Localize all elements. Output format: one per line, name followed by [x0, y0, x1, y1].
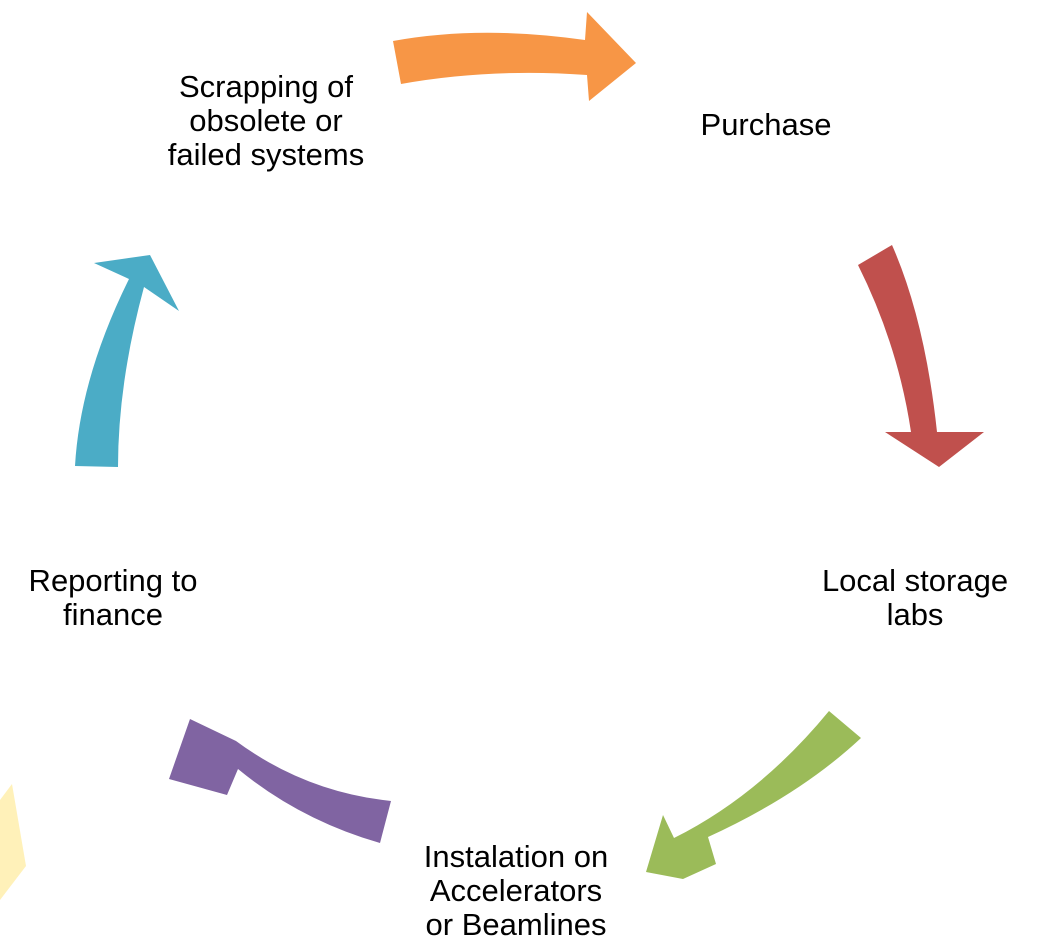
node-reporting-line-2: finance [63, 597, 163, 632]
node-installation-line-3: or Beamlines [425, 907, 607, 942]
node-purchase-line-1: Purchase [700, 107, 832, 142]
node-scrapping-line-3: failed systems [167, 137, 365, 172]
node-installation-line-2: Accelerators [429, 873, 603, 908]
node-scrapping-line-2: obsolete or [189, 103, 343, 138]
node-installation: Instalation on Accelerators or Beamlines [424, 840, 608, 942]
node-installation-line-1: Instalation on [423, 839, 609, 874]
cycle-arrow-purchase-to-storage [858, 245, 984, 467]
cycle-arrow-installation-to-reporting [169, 719, 391, 843]
cycle-arrow-storage-to-installation [646, 711, 861, 879]
decorative-corner-shape [0, 784, 26, 900]
node-scrapping-line-1: Scrapping of [178, 69, 354, 104]
node-purchase: Purchase [701, 108, 832, 142]
node-scrapping: Scrapping of obsolete or failed systems [168, 70, 364, 172]
cycle-arrow-scrapping-to-purchase [393, 12, 636, 101]
node-local-storage-labs: Local storage labs [822, 564, 1008, 632]
node-reporting-line-1: Reporting to [28, 563, 198, 598]
node-local-storage-line-2: labs [886, 597, 944, 632]
node-local-storage-line-1: Local storage [821, 563, 1009, 598]
cycle-arrow-reporting-to-scrapping [75, 255, 179, 467]
node-reporting-to-finance: Reporting to finance [29, 564, 198, 632]
